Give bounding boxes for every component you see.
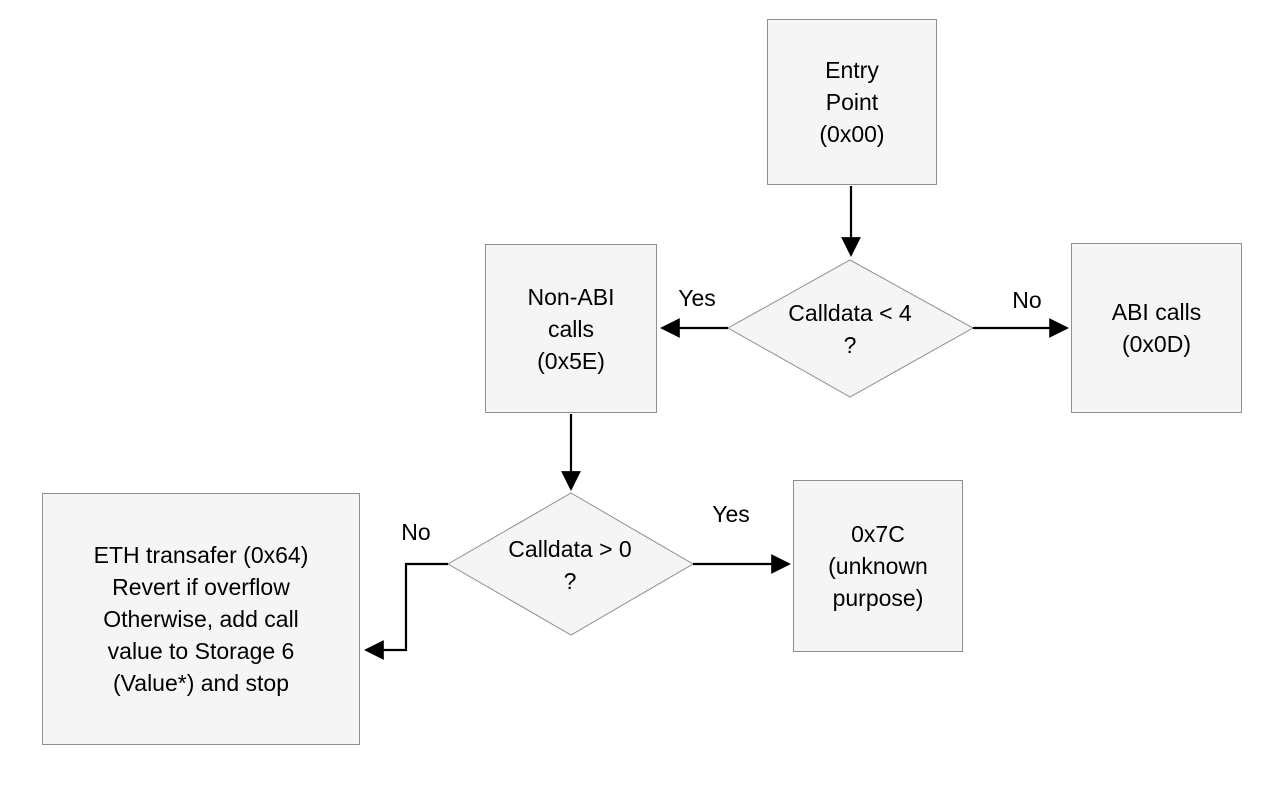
node-entry-point: Entry Point (0x00) [767, 19, 937, 185]
branch-label-gt0-yes: Yes [712, 501, 750, 527]
edge-gt0-no-to-eth-transfer [364, 562, 448, 660]
branch-label-lt4-no: No [1012, 287, 1041, 313]
branch-label-gt0-yes-text: Yes [712, 501, 750, 527]
branch-label-lt4-yes: Yes [678, 285, 716, 311]
node-entry-point-label: Entry Point (0x00) [819, 57, 885, 147]
node-0x7c-unknown-purpose: 0x7C (unknown purpose) [793, 480, 963, 652]
node-non-abi-calls-label: Non-ABI calls (0x5E) [527, 283, 615, 374]
branch-label-gt0-no-text: No [401, 519, 431, 545]
node-non-abi-calls: Non-ABI calls (0x5E) [485, 244, 657, 413]
decision-calldata-lt-4: Calldata < 4 ? [788, 297, 911, 361]
node-abi-calls: ABI calls (0x0D) [1071, 243, 1242, 413]
decision-calldata-gt-0-shape [446, 492, 694, 636]
branch-label-lt4-yes-text: Yes [678, 285, 716, 311]
branch-label-gt0-no: No [401, 519, 430, 545]
node-eth-transfer-label: ETH transafer (0x64) Revert if overflow … [93, 542, 309, 696]
decision-calldata-lt-4-shape [726, 259, 975, 398]
node-0x7c-unknown-purpose-label: 0x7C (unknown purpose) [828, 521, 928, 611]
branch-label-lt4-no-text: No [1012, 287, 1042, 313]
node-abi-calls-label: ABI calls (0x0D) [1111, 299, 1202, 357]
decision-calldata-lt-4-label: Calldata < 4 ? [788, 300, 912, 358]
node-eth-transfer: ETH transafer (0x64) Revert if overflow … [42, 493, 360, 745]
decision-calldata-gt-0-label: Calldata > 0 ? [508, 536, 632, 594]
decision-calldata-gt-0: Calldata > 0 ? [508, 533, 631, 597]
